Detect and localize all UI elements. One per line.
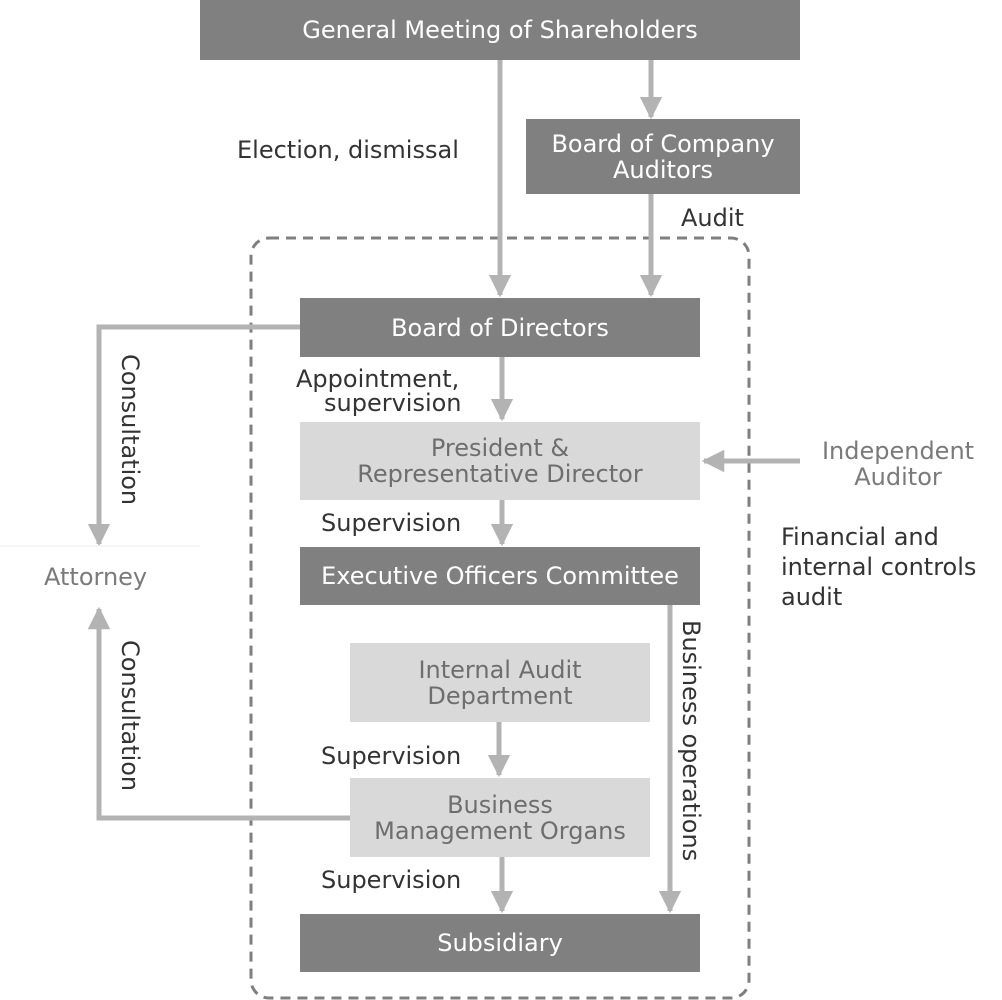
- supervision-label-president: Supervision: [321, 509, 462, 537]
- business-organs-line1: Business: [447, 790, 553, 819]
- internal-audit-line2: Department: [427, 681, 573, 710]
- business-organs-box: Business Management Organs: [350, 778, 650, 857]
- consultation-label-bottom: Consultation: [116, 640, 144, 792]
- financial-audit-label: Financial and internal controls audit: [781, 522, 976, 612]
- business-operations-label: Business operations: [677, 620, 705, 862]
- appointment-line1: Appointment,: [296, 365, 460, 393]
- appointment-label: Appointment, supervision: [296, 367, 462, 415]
- financial-audit-line1: Financial and: [781, 523, 939, 551]
- executive-committee-box: Executive Officers Committee: [300, 547, 700, 605]
- directors-box: Board of Directors: [300, 298, 700, 357]
- financial-audit-line3: audit: [781, 583, 843, 611]
- president-line2: Representative Director: [357, 460, 643, 488]
- attorney-label: Attorney: [44, 563, 148, 591]
- arrow-directors-to-attorney: [87, 324, 300, 547]
- subsidiary-box: Subsidiary: [300, 914, 700, 972]
- independent-auditor-label: Independent Auditor: [808, 438, 988, 490]
- independent-auditor-line1: Independent: [821, 437, 975, 465]
- supervision-label-organs: Supervision: [321, 866, 462, 894]
- company-auditors-line1: Board of Company: [551, 129, 775, 158]
- election-label: Election, dismissal: [237, 136, 459, 164]
- company-auditors-box: Board of Company Auditors: [526, 119, 800, 194]
- internal-audit-line1: Internal Audit: [418, 655, 582, 684]
- financial-audit-line2: internal controls: [781, 553, 977, 581]
- internal-audit-box: Internal Audit Department: [350, 643, 650, 722]
- company-auditors-line2: Auditors: [613, 155, 713, 184]
- business-organs-line2: Management Organs: [374, 816, 626, 845]
- independent-auditor-line2: Auditor: [854, 463, 942, 491]
- president-line1: President &: [430, 434, 570, 462]
- supervision-label-audit: Supervision: [321, 742, 462, 770]
- arrow-organs-to-attorney: [87, 606, 350, 821]
- appointment-line2: supervision: [324, 389, 462, 417]
- shareholders-box: General Meeting of Shareholders: [200, 0, 800, 60]
- president-box: President & Representative Director: [300, 422, 700, 500]
- consultation-label-top: Consultation: [116, 354, 144, 506]
- audit-label: Audit: [681, 204, 744, 232]
